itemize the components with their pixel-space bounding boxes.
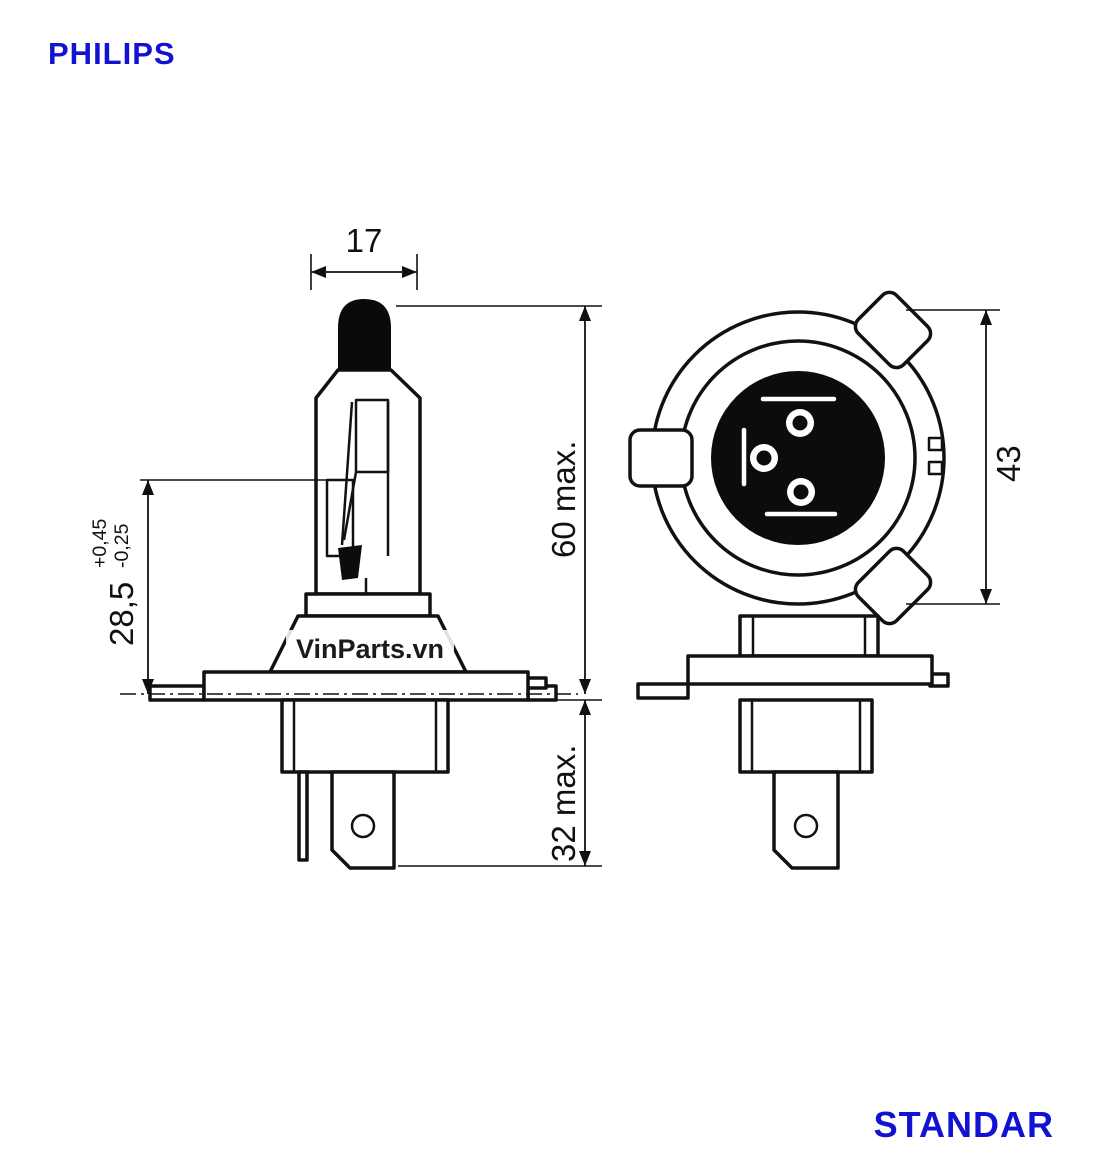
lug-left <box>628 428 694 488</box>
index-square-2 <box>927 460 944 476</box>
brand-logo: PHILIPS <box>48 36 176 71</box>
side-view: 17 <box>89 222 602 870</box>
dim-label-tol-minus: -0,25 <box>111 523 133 568</box>
connector-face <box>711 371 885 545</box>
watermark: VinParts.vn <box>286 630 454 668</box>
dim-tip-width: 17 <box>310 222 418 290</box>
connector-face-details <box>741 396 838 517</box>
bulb-tip <box>338 299 391 370</box>
contact-pin-bottom <box>787 478 815 506</box>
glass-envelope <box>314 368 422 596</box>
flange <box>148 670 558 702</box>
dim-label-17: 17 <box>346 222 383 259</box>
dim-label-60-max: 60 max. <box>545 441 582 558</box>
glass-pinch <box>338 545 362 580</box>
dim-overall-length: 60 max. <box>396 305 602 694</box>
dim-base-length: 32 max. <box>398 699 602 867</box>
contact-pin-left <box>750 444 778 472</box>
dim-label-32-max: 32 max. <box>545 745 582 862</box>
lug-top-right <box>853 290 933 370</box>
collar <box>304 592 432 618</box>
connector-body <box>280 698 450 774</box>
dim-flange-diameter: 43 <box>906 309 1027 605</box>
contact-pin-top <box>786 409 814 437</box>
watermark-text: VinParts.vn <box>296 634 444 664</box>
dim-light-center-length: 28,5 +0,45 -0,25 <box>89 479 334 694</box>
index-square-1 <box>927 436 944 452</box>
rear-view: 43 <box>628 290 1027 870</box>
dim-label-43: 43 <box>990 445 1027 482</box>
rear-base-profile <box>636 614 950 870</box>
dim-label-28-5: 28,5 <box>103 582 140 646</box>
side-wire-terminal <box>297 770 309 862</box>
dim-label-tol-plus: +0,45 <box>89 519 111 568</box>
center-terminal <box>330 770 396 870</box>
edition-label: STANDAR <box>873 1104 1054 1145</box>
